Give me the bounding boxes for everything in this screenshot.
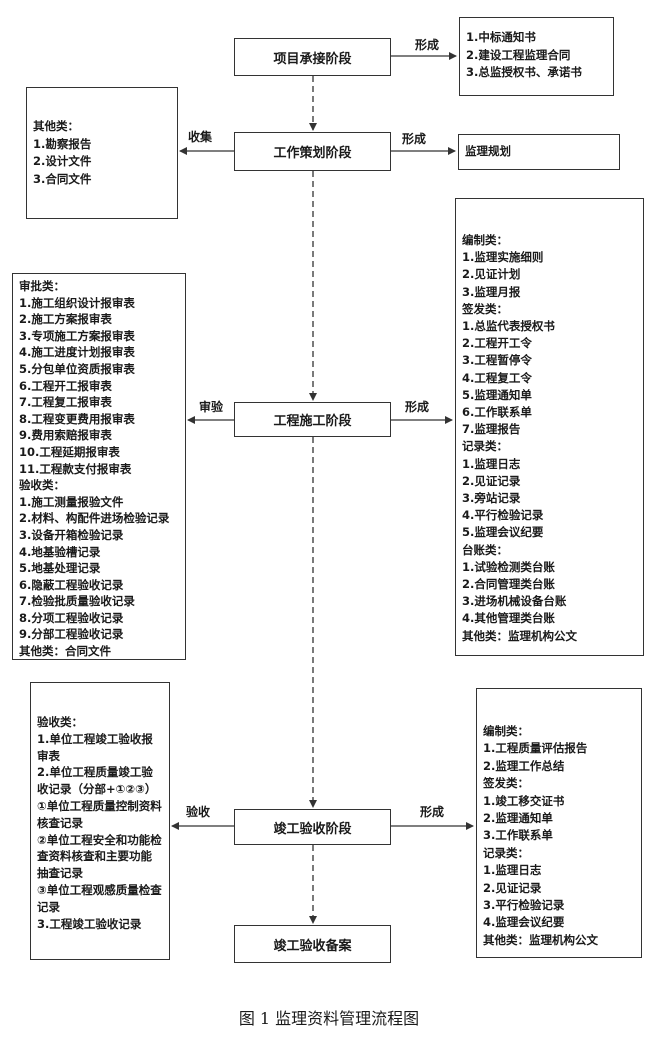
list-item: 其他类： <box>33 119 79 133</box>
label-s4-form: 形成 <box>420 805 445 819</box>
list-item: 1.施工组织设计报审表 <box>19 295 135 310</box>
list-item: 8.工程变更费用报审表 <box>19 411 135 426</box>
list-item: 编制类： <box>462 233 508 247</box>
label-s2-form: 形成 <box>402 132 427 146</box>
list-item: 1.监理实施细则 <box>462 250 544 265</box>
list-item: 2.建设工程监理合同 <box>466 47 571 62</box>
list-item: 编制类： <box>483 724 529 738</box>
list-item: 1.试验检测类台账 <box>462 559 555 574</box>
list-item: 2.见证记录 <box>483 880 542 895</box>
list-item: 2.材料、构配件进场检验记录 <box>19 511 170 526</box>
list-item: 4.监理会议纪要 <box>483 915 565 930</box>
label-s3-review: 审验 <box>199 400 224 414</box>
list-item: 其他类：监理机构公文 <box>483 932 598 947</box>
list-item: 1.工程质量评估报告 <box>483 741 588 756</box>
box-construction-outputs: 编制类： 1.监理实施细则 2.见证计划 3.监理月报签发类： 1.总监代表授权书 2.工… <box>455 198 644 656</box>
label-s3-form: 形成 <box>405 400 430 414</box>
stage-completion-acceptance: 竣工验收阶段 <box>234 809 391 845</box>
list-item: 5.地基处理记录 <box>19 561 101 576</box>
list-item: 1.监理日志 <box>462 456 521 471</box>
list-item: 其他类：合同文件 <box>19 644 111 659</box>
list-item: 2.合同管理类台账 <box>462 577 555 592</box>
list-item: ②单位工程安全和功能检查资料核查和主要功能抽查记录 <box>37 832 162 881</box>
list-item: 监理规划 <box>465 144 511 158</box>
list-item: 4.平行检验记录 <box>462 508 544 523</box>
list-item: 2.施工方案报审表 <box>19 312 112 327</box>
list-item: 3.总监授权书、承诺书 <box>466 65 582 79</box>
list-item: 3.进场机械设备台账 <box>462 594 567 609</box>
label-s4-accept: 验收 <box>186 805 211 819</box>
list-item: 5.分包单位资质报审表 <box>19 361 135 376</box>
list-item: 其他类：监理机构公文 <box>462 628 577 643</box>
list-item: 3.监理月报 <box>462 284 521 299</box>
list-item: 1.总监代表授权书 <box>462 319 555 334</box>
list-item: 3.设备开箱检验记录 <box>19 527 124 542</box>
list-item: 1.竣工移交证书 <box>483 793 565 808</box>
list-item: 4.地基验槽记录 <box>19 544 101 559</box>
list-item: 1.单位工程竣工验收报审表 <box>37 731 153 763</box>
list-item: 10.工程延期报审表 <box>19 444 120 459</box>
label-s2-collect: 收集 <box>188 130 213 144</box>
stage-completion-filing: 竣工验收备案 <box>234 925 391 963</box>
list-item: 7.监理报告 <box>462 422 521 437</box>
list-item: 3.旁站记录 <box>462 491 521 506</box>
list-item: 3.专项施工方案报审表 <box>19 328 135 343</box>
list-item: 6.隐蔽工程验收记录 <box>19 577 124 592</box>
list-item: 签发类： <box>483 776 529 791</box>
list-item: 6.工作联系单 <box>462 405 532 420</box>
list-item: 1.中标通知书 <box>466 30 536 44</box>
list-item: 4.工程复工令 <box>462 370 532 385</box>
stage-project-acceptance: 项目承接阶段 <box>234 38 391 76</box>
label-s1-form: 形成 <box>415 38 440 52</box>
list-item: 3.合同文件 <box>33 171 92 186</box>
list-item: 审批类： <box>19 279 65 293</box>
list-item: 2.监理通知单 <box>483 811 553 826</box>
list-item: 验收类： <box>19 478 65 493</box>
list-item: 3.平行检验记录 <box>483 898 565 913</box>
list-item: ①单位工程质量控制资料核查记录 <box>37 798 162 830</box>
list-item: 1.勘察报告 <box>33 136 92 151</box>
list-item: 1.监理日志 <box>483 863 542 878</box>
stage-construction: 工程施工阶段 <box>234 402 391 437</box>
list-item: 2.见证记录 <box>462 473 521 488</box>
list-item: 2.单位工程质量竣工验收记录（分部+①②③） <box>37 765 157 797</box>
list-item: ③单位工程观感质量检查记录 <box>37 882 162 914</box>
list-item: 7.检验批质量验收记录 <box>19 594 135 609</box>
list-item: 记录类： <box>483 845 529 860</box>
box-planning-inputs: 其他类： 1.勘察报告 2.设计文件 3.合同文件 <box>26 87 178 219</box>
list-item: 2.工程开工令 <box>462 336 532 351</box>
list-item: 2.监理工作总结 <box>483 758 565 773</box>
box-completion-outputs: 编制类： 1.工程质量评估报告 2.监理工作总结签发类： 1.竣工移交证书 2.监理通知… <box>476 688 642 958</box>
list-item: 2.见证计划 <box>462 267 521 282</box>
list-item: 2.设计文件 <box>33 154 92 168</box>
list-item: 9.费用索赔报审表 <box>19 428 112 443</box>
list-item: 验收类： <box>37 715 83 729</box>
box-project-acceptance-outputs: 1.中标通知书 2.建设工程监理合同 3.总监授权书、承诺书 <box>459 17 614 96</box>
list-item: 5.监理通知单 <box>462 387 532 402</box>
list-item: 4.其他管理类台账 <box>462 611 555 626</box>
list-item: 5.监理会议纪要 <box>462 525 544 540</box>
list-item: 7.工程复工报审表 <box>19 395 112 410</box>
list-item: 11.工程款支付报审表 <box>19 461 132 476</box>
list-item: 9.分部工程验收记录 <box>19 627 124 642</box>
stage-work-planning: 工作策划阶段 <box>234 132 391 171</box>
list-item: 签发类： <box>462 301 508 316</box>
list-item: 记录类： <box>462 439 508 454</box>
list-item: 4.施工进度计划报审表 <box>19 345 135 360</box>
box-planning-outputs: 监理规划 <box>458 134 620 170</box>
list-item: 1.施工测量报验文件 <box>19 494 124 509</box>
list-item: 3.工程暂停令 <box>462 353 532 368</box>
list-item: 3.工程竣工验收记录 <box>37 916 142 931</box>
list-item: 6.工程开工报审表 <box>19 378 112 393</box>
list-item: 台账类： <box>462 542 508 557</box>
figure-caption: 图 1 监理资料管理流程图 <box>238 1009 420 1028</box>
list-item: 8.分项工程验收记录 <box>19 610 124 625</box>
list-item: 3.工作联系单 <box>483 828 553 843</box>
